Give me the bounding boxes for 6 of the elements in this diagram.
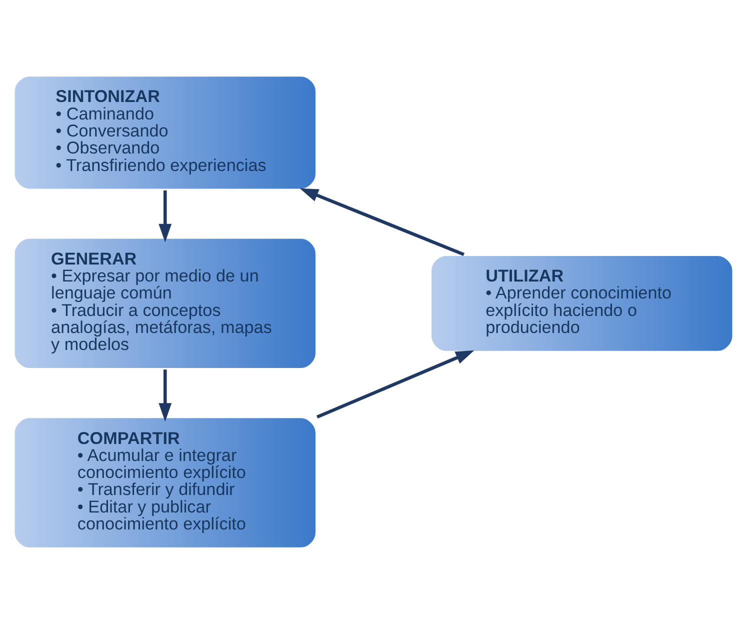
node-box: GENERAR • Expresar por medio de un lenguaje común • Traducir a conceptos analogías, metáforas, mapas y modelos	[12, 236, 318, 370]
arrow	[316, 350, 474, 418]
arrow	[158, 190, 172, 242]
arrow	[158, 369, 172, 422]
node-box: COMPARTIR • Acumular e integrar conocimiento explícito • Transferir y difundir • Editar y publicar conocimiento explícito	[12, 415, 318, 550]
arrow	[300, 188, 464, 256]
